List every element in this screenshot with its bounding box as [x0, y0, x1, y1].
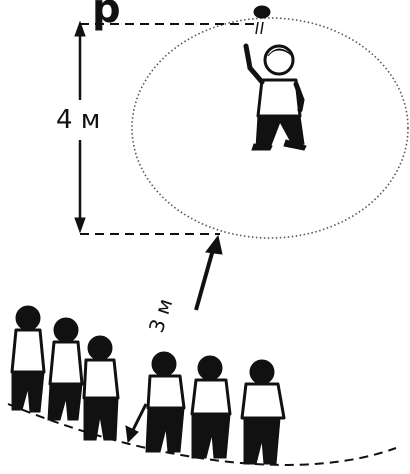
- ball: [254, 6, 270, 18]
- height-label: 4 м: [56, 105, 100, 135]
- queue-direction-arrow: [126, 404, 146, 442]
- header-text-fragment: р: [92, 0, 121, 32]
- player-3: [84, 336, 118, 440]
- thrower-figure: [246, 46, 306, 150]
- distance-label: 3 м: [144, 296, 177, 336]
- player-4: [146, 352, 184, 452]
- ball-motion-lines: [256, 22, 263, 34]
- throw-direction-arrow: [196, 236, 222, 310]
- player-1: [12, 306, 44, 412]
- player-2: [48, 318, 82, 420]
- player-5: [192, 356, 230, 458]
- player-6: [242, 360, 284, 464]
